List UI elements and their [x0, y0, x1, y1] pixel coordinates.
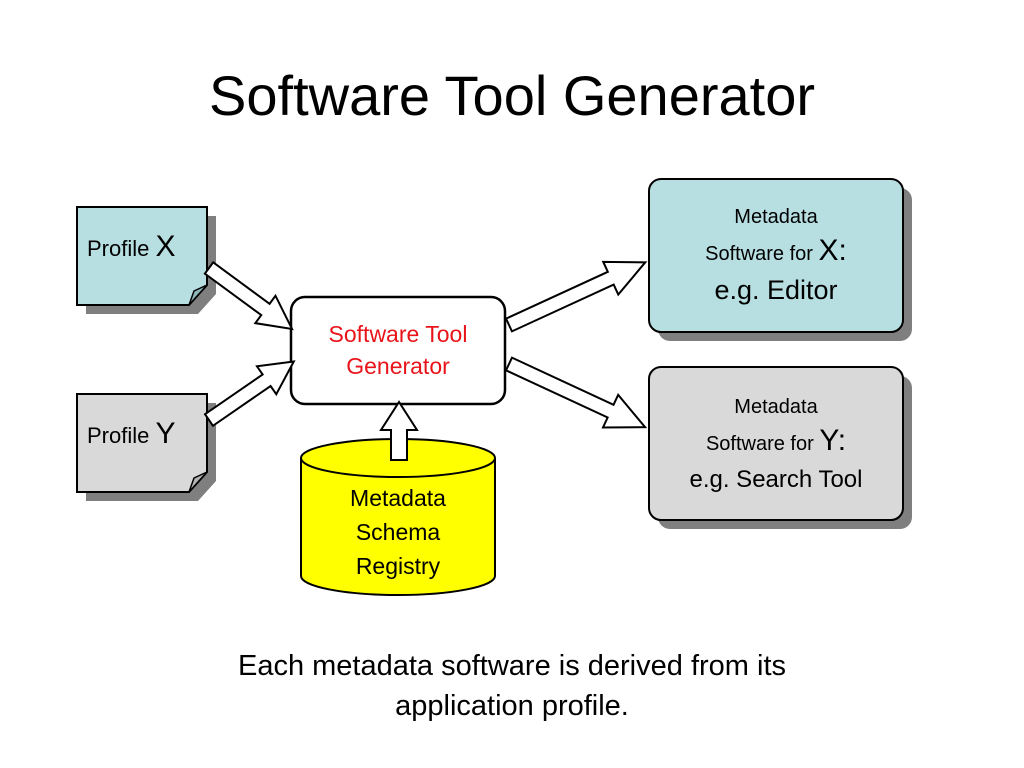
output-x-line2-prefix: Software for [705, 243, 819, 265]
output-x-line2: Software for X: [649, 233, 903, 272]
profile-x-prefix: Profile [87, 236, 156, 261]
profile-x-document [76, 206, 216, 314]
profile-x-label: Profile X [87, 232, 176, 264]
output-x-letter: X: [818, 234, 847, 267]
output-x-label: Metadata Software for X: e.g. Editor [649, 201, 903, 308]
generator-label-line1: Software Tool [328, 321, 468, 347]
profile-y-label: Profile Y [87, 419, 176, 451]
output-y-line1: Metadata [734, 396, 818, 418]
page-title: Software Tool Generator [209, 64, 815, 127]
output-y-label: Metadata Software for Y: e.g. Search Too… [649, 391, 903, 498]
registry-label-line1: Metadata [350, 485, 446, 511]
profile-x-letter: X [155, 230, 176, 263]
profile-y-prefix: Profile [87, 423, 156, 448]
arrow-generator-to-output-x [504, 260, 648, 333]
arrow-generator-to-output-y [504, 356, 648, 429]
profile-y-letter: Y [155, 417, 176, 450]
generator-label: Software Tool Generator [291, 318, 505, 382]
output-y-letter: Y: [819, 424, 847, 457]
caption-line2: application profile. [395, 690, 629, 722]
arrow-profile-y-to-generator [203, 360, 296, 428]
output-x-line1: Metadata [734, 206, 818, 228]
output-y-line3: e.g. Search Tool [689, 466, 863, 493]
caption: Each metadata software is derived from i… [0, 646, 1024, 726]
output-y-box [648, 366, 912, 529]
arrow-profile-x-to-generator [203, 260, 294, 331]
registry-label-line2: Schema [355, 519, 441, 545]
output-x-line3: e.g. Editor [714, 275, 838, 305]
registry-label-line3: Registry [355, 553, 441, 579]
output-y-line2: Software for Y: [649, 423, 903, 462]
arrow-registry-to-generator [379, 400, 419, 461]
output-x-box [648, 178, 912, 341]
registry-label: Metadata Schema Registry [301, 481, 495, 583]
profile-y-document [76, 393, 216, 501]
caption-line1: Each metadata software is derived from i… [237, 650, 786, 682]
output-y-line2-prefix: Software for [705, 433, 820, 455]
generator-label-line2: Generator [346, 353, 450, 379]
